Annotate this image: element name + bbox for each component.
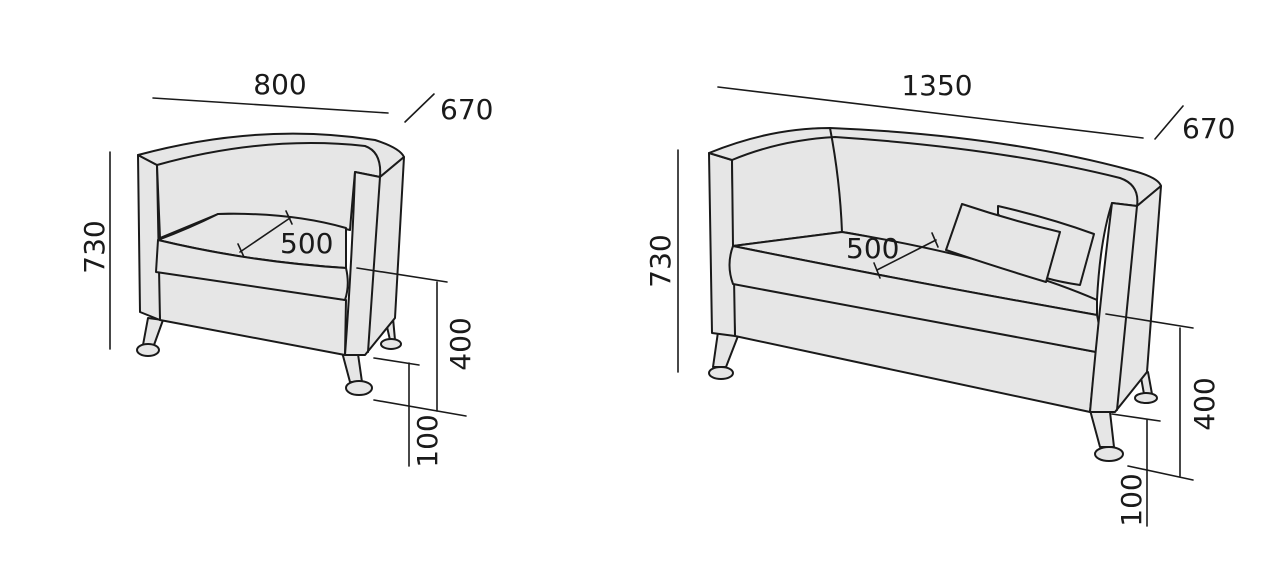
armchair-back-leg-foot (380, 338, 402, 350)
armchair-height-label: 730 (78, 220, 111, 273)
armchair-width-label: 800 (253, 68, 306, 101)
sofa-seat-height-ref-bottom (1127, 465, 1194, 481)
armchair-seat-height-ref-bottom (373, 399, 467, 417)
sofa-seat-depth-label: 500 (846, 232, 899, 265)
sofa-back-leg-foot (1134, 392, 1158, 404)
sofa-seat-height-ref-top (1105, 313, 1194, 329)
sofa-pillow-front (945, 203, 1061, 283)
sofa-leg-height-label: 100 (1115, 473, 1148, 526)
armchair-seat-height-ref-top (356, 267, 448, 283)
sofa-height-label: 730 (644, 234, 677, 287)
sofa-width-label: 1350 (901, 69, 972, 102)
sofa-width-line (717, 86, 1144, 139)
armchair-depth-label: 670 (440, 93, 493, 126)
sofa-seat-height-label: 400 (1188, 377, 1221, 430)
armchair-back-inner-edge (156, 142, 382, 178)
sofa-seat-depth-line (876, 239, 937, 271)
armchair-seat-height-label: 400 (444, 317, 477, 370)
armchair-right-arm-edge (367, 176, 381, 353)
sofa-seat-depth-tick-a (873, 262, 881, 279)
armchair-dimensions (109, 93, 467, 467)
sofa-seat-cushion-front (728, 245, 1101, 353)
sofa-back-inner-edge (731, 136, 1139, 207)
sofa-drawing (708, 127, 1162, 462)
sofa-left-arm (708, 152, 736, 337)
sofa-right-arm-edge (1116, 205, 1138, 411)
sofa-back-seam (829, 127, 843, 233)
sofa-seat-depth-tick-b (931, 232, 939, 248)
armchair-seat-depth-tick-a (237, 243, 245, 258)
sofa-leg-height-ref (1111, 413, 1161, 422)
sofa-depth-label: 670 (1182, 112, 1235, 145)
armchair-seat-depth-label: 500 (280, 227, 333, 260)
sofa-labels: 1350 670 730 500 400 100 (644, 69, 1235, 527)
armchair-leg-height-ref (373, 357, 420, 366)
armchair-seat-cushion-front (155, 239, 349, 301)
sofa-front-leg-right (1089, 409, 1115, 448)
sofa-right-arm (1089, 185, 1162, 413)
sofa-front-leg-right-foot (1094, 446, 1124, 462)
armchair-drawing (136, 132, 405, 396)
armchair-front-leg-left (142, 317, 164, 346)
armchair-width-line (152, 97, 389, 114)
armchair-front-leg-left-foot (136, 343, 160, 357)
sofa-front-leg-left-foot (708, 366, 734, 380)
sofa-depth-line (1154, 105, 1184, 140)
armchair-seat-depth-line (239, 217, 291, 253)
sofa-dimensions (677, 86, 1194, 527)
armchair-front-leg-right (341, 351, 363, 383)
sofa-front-leg-left (712, 331, 739, 368)
armchair-front-leg-right-foot (345, 380, 373, 396)
armchair-leg-height-label: 100 (411, 414, 444, 467)
armchair-depth-line (404, 93, 435, 123)
armchair-seat-depth-tick-b (285, 210, 293, 225)
armchair-labels: 800 670 730 500 400 100 (78, 68, 493, 468)
